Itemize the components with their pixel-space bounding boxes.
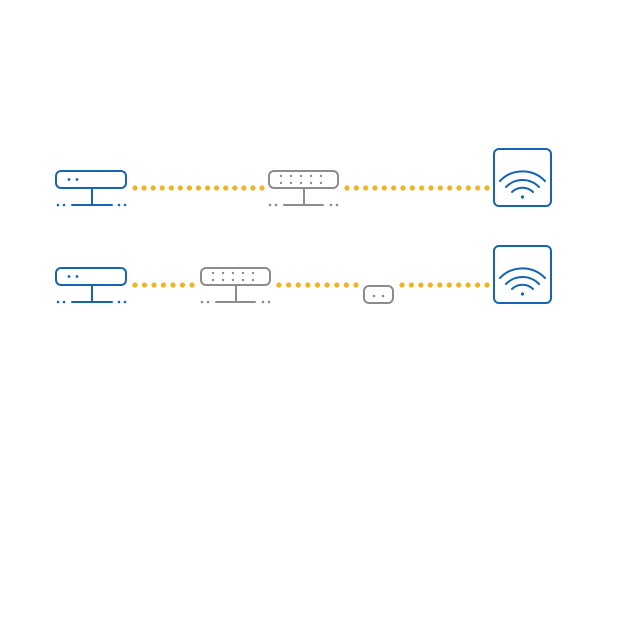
cable-dot <box>419 185 424 190</box>
cable-dot <box>142 282 147 287</box>
cable-dot <box>484 282 489 287</box>
cable-dot <box>178 185 183 190</box>
switch-icon <box>269 171 339 206</box>
cable-dot <box>232 185 237 190</box>
cable-dot <box>241 185 246 190</box>
cable-dot <box>456 282 461 287</box>
wifi-access-point-icon <box>494 246 551 303</box>
diagram-row-2 <box>56 246 551 303</box>
cable-dot <box>418 282 423 287</box>
cable-dot <box>372 185 377 190</box>
cable-dot <box>410 185 415 190</box>
switch-icon <box>201 268 271 303</box>
cable-coupler-to-access-point <box>399 282 489 287</box>
cable-dot <box>382 185 387 190</box>
cable-dot <box>151 282 156 287</box>
cable-dot <box>305 282 310 287</box>
cable-switch-to-access-point <box>344 185 489 190</box>
cable-dot <box>223 185 228 190</box>
cable-router-to-switch <box>132 185 264 190</box>
cable-dot <box>353 282 358 287</box>
cable-dot <box>363 185 368 190</box>
cable-dot <box>466 282 471 287</box>
router-icon <box>56 268 126 303</box>
cable-dot <box>391 185 396 190</box>
cable-dot <box>447 185 452 190</box>
cable-dot <box>132 282 137 287</box>
cable-dot <box>141 185 146 190</box>
cable-dot <box>399 282 404 287</box>
cable-dot <box>189 282 194 287</box>
cable-dot <box>315 282 320 287</box>
cable-dot <box>438 185 443 190</box>
cable-router-to-switch <box>132 282 194 287</box>
cable-dot <box>276 282 281 287</box>
cable-dot <box>161 282 166 287</box>
cable-dot <box>250 185 255 190</box>
cable-dot <box>160 185 165 190</box>
cable-dot <box>437 282 442 287</box>
cable-dot <box>196 185 201 190</box>
cable-dot <box>484 185 489 190</box>
cable-dot <box>170 282 175 287</box>
cable-dot <box>205 185 210 190</box>
cable-dot <box>259 185 264 190</box>
cable-dot <box>151 185 156 190</box>
cable-dot <box>344 282 349 287</box>
diagram-row-1 <box>56 149 551 206</box>
cable-dot <box>475 185 480 190</box>
cable-dot <box>400 185 405 190</box>
cable-dot <box>187 185 192 190</box>
cable-dot <box>456 185 461 190</box>
cable-dot <box>286 282 291 287</box>
cable-dot <box>428 185 433 190</box>
cable-dot <box>475 282 480 287</box>
cable-switch-to-coupler <box>276 282 358 287</box>
cable-dot <box>334 282 339 287</box>
cable-dot <box>409 282 414 287</box>
cable-dot <box>214 185 219 190</box>
cable-dot <box>354 185 359 190</box>
cable-dot <box>466 185 471 190</box>
cable-dot <box>132 185 137 190</box>
cable-dot <box>180 282 185 287</box>
ethernet-coupler-icon <box>364 286 393 303</box>
cable-dot <box>325 282 330 287</box>
cable-dot <box>296 282 301 287</box>
router-icon <box>56 171 126 206</box>
cable-dot <box>169 185 174 190</box>
cable-dot <box>428 282 433 287</box>
cable-dot <box>447 282 452 287</box>
cable-dot <box>344 185 349 190</box>
wifi-access-point-icon <box>494 149 551 206</box>
